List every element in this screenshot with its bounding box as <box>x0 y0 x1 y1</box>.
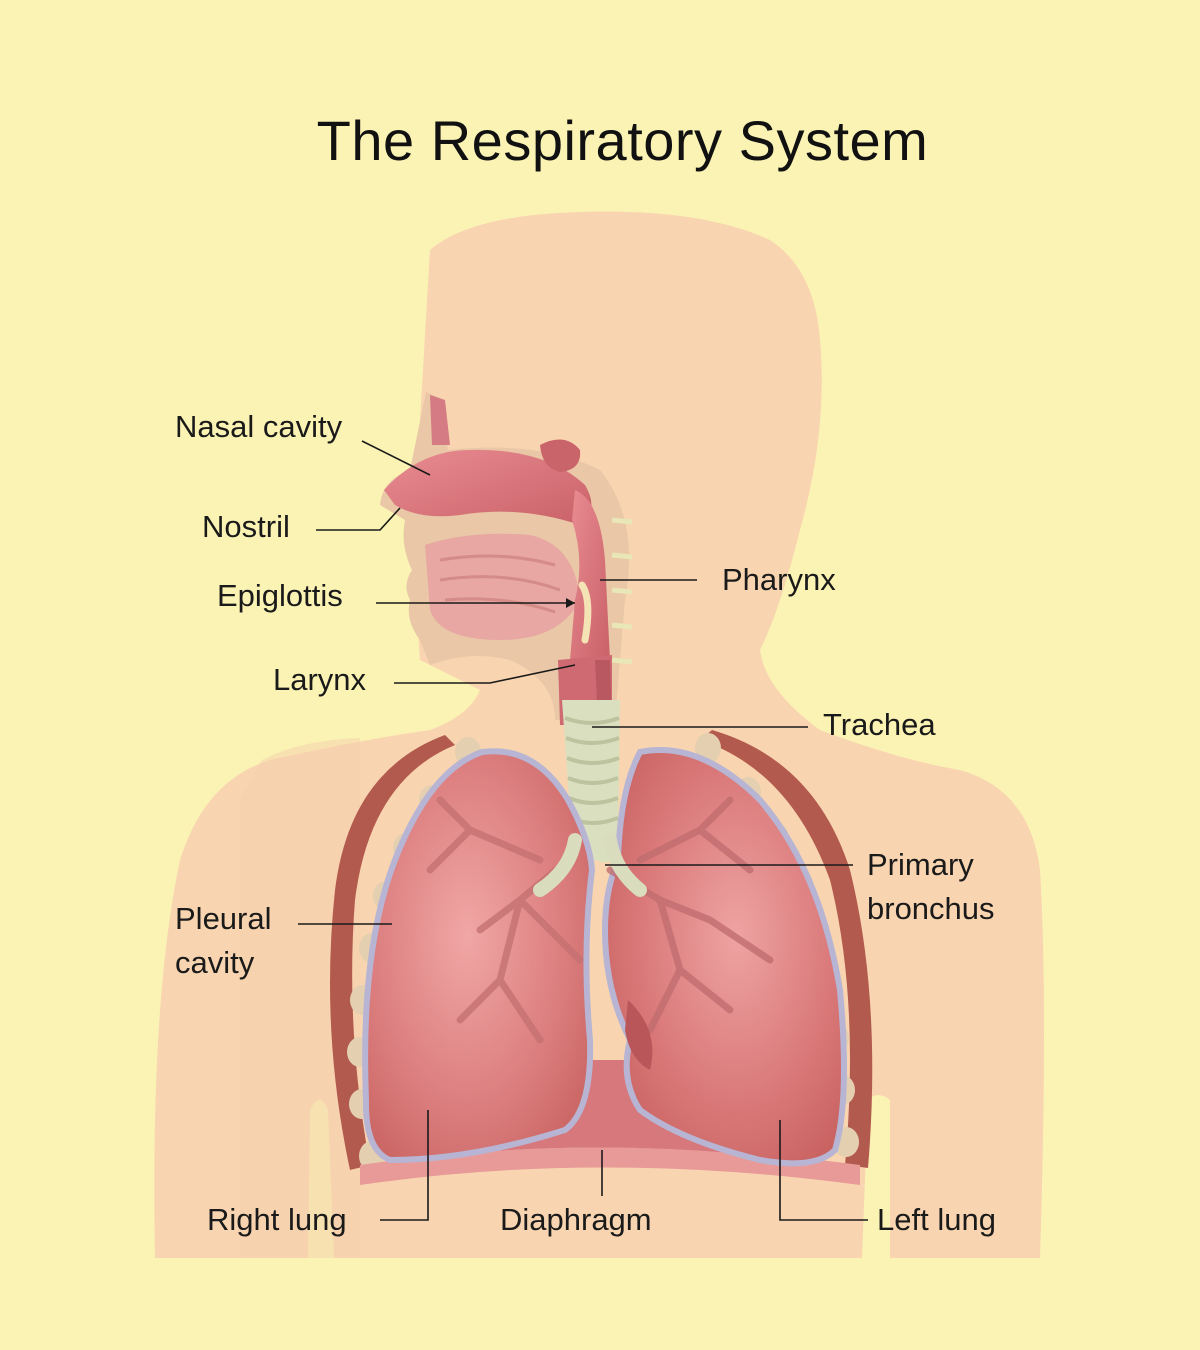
label-nasal-cavity: Nasal cavity <box>175 409 343 444</box>
right-lung-shape <box>362 748 596 1164</box>
left-lung-shape <box>601 747 847 1167</box>
label-left-lung: Left lung <box>877 1202 996 1237</box>
label-primary-bronchus-line2: bronchus <box>867 891 995 926</box>
label-primary-bronchus-line1: Primary <box>867 847 974 882</box>
leader-nostril <box>316 507 401 531</box>
leader-lines <box>298 440 868 1221</box>
diagram-title: The Respiratory System <box>316 109 929 172</box>
label-pharynx: Pharynx <box>722 562 836 597</box>
label-diaphragm: Diaphragm <box>500 1202 652 1237</box>
label-trachea: Trachea <box>823 707 936 742</box>
diaphragm-shape <box>360 1147 860 1185</box>
bronchi-shape <box>533 833 647 897</box>
label-larynx: Larynx <box>273 662 367 697</box>
label-nostril: Nostril <box>202 509 290 544</box>
leader-left-lung <box>779 1120 868 1221</box>
epiglottis-arrow-icon <box>566 598 575 608</box>
label-epiglottis: Epiglottis <box>217 578 343 613</box>
label-pleural-cavity-line2: cavity <box>175 945 255 980</box>
leader-right-lung <box>380 1110 429 1221</box>
label-pleural-cavity-line1: Pleural <box>175 901 272 936</box>
head-airway-section <box>380 392 633 725</box>
label-right-lung: Right lung <box>207 1202 347 1237</box>
leader-nasal-cavity <box>361 440 431 476</box>
leader-larynx <box>394 664 576 684</box>
